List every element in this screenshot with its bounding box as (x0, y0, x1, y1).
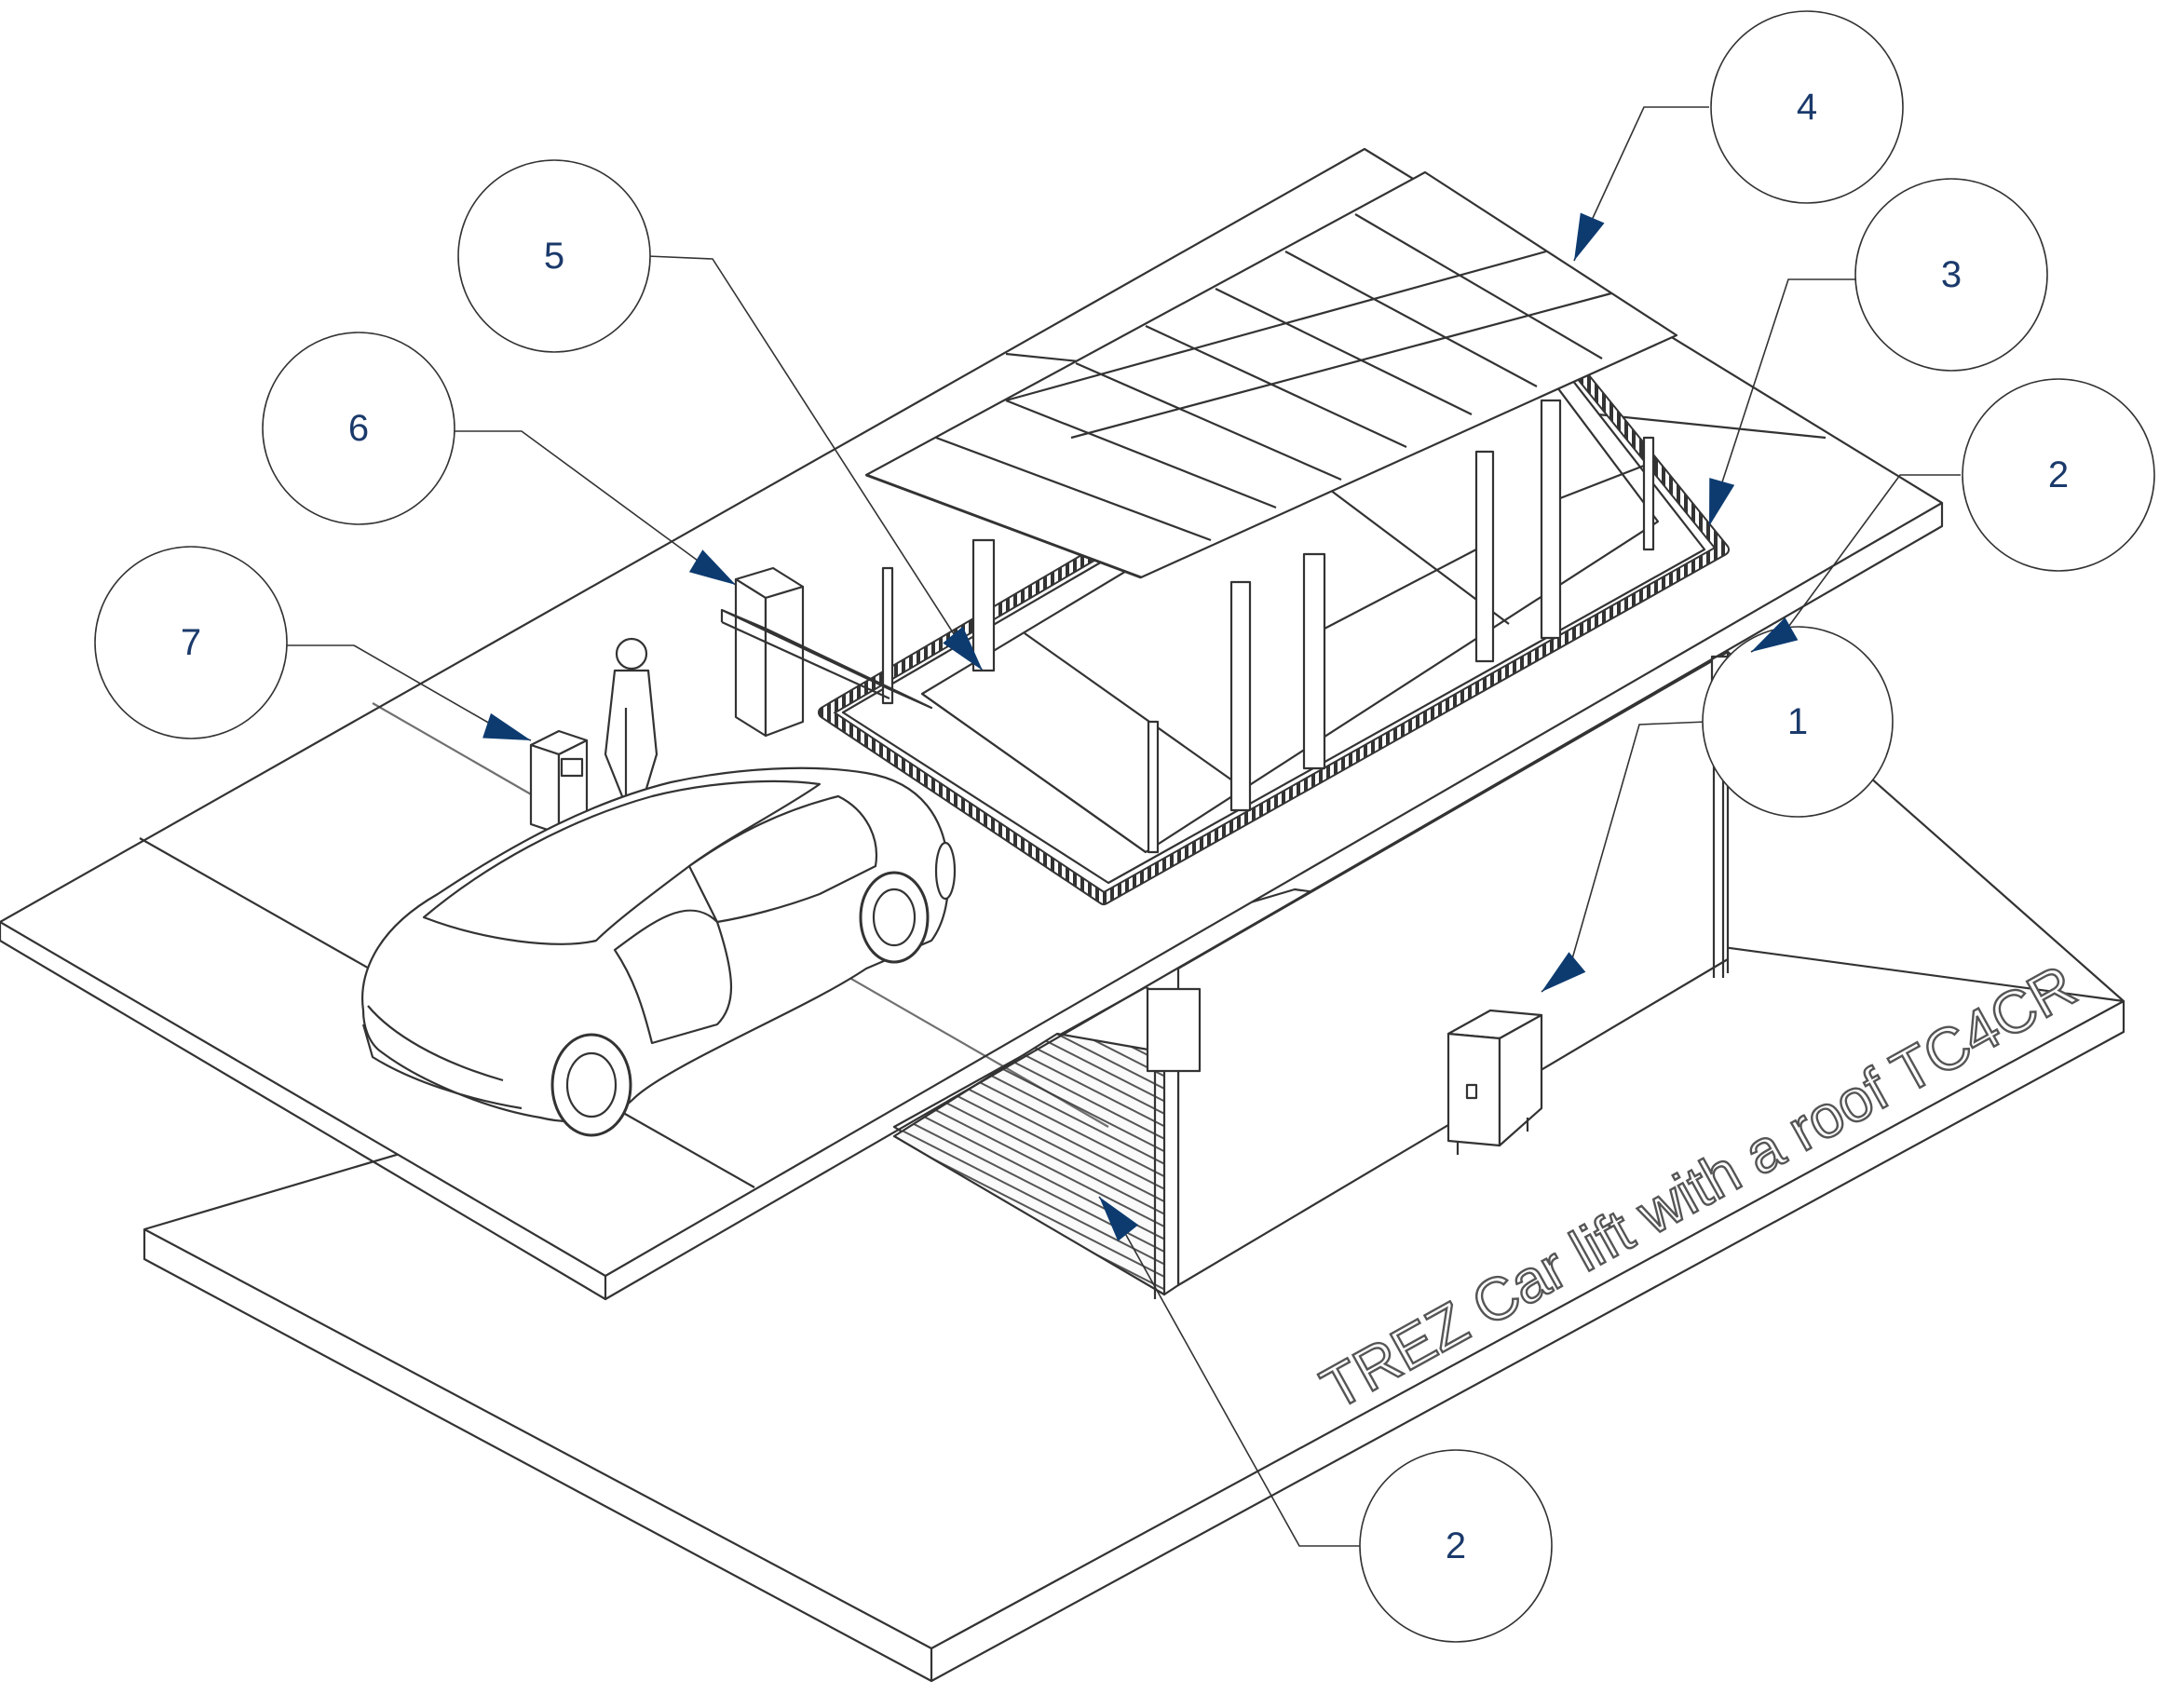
callout-arrow-roller-shutter (1099, 1197, 1139, 1241)
callout-circle-power-cabinet (1702, 626, 1894, 818)
callout-number-platform: 5 (544, 236, 564, 277)
callout-circle-frame-rim (1854, 178, 2048, 372)
callout-number-barrier: 6 (348, 408, 369, 449)
callout-number-roof: 4 (1797, 87, 1817, 128)
barrier-gate (720, 566, 933, 738)
callout-layer: 1 2 3 4 5 6 7 2 (94, 10, 2155, 1643)
callout-arrow-platform (943, 626, 983, 671)
callout-circle-platform (457, 159, 651, 353)
callout-number-frame-rim: 3 (1941, 254, 1962, 295)
callout-circle-control-post (94, 546, 288, 739)
callout-arrow-barrier (688, 549, 736, 585)
callout-arrow-roof (1574, 212, 1605, 261)
callout-arrow-frame-rim (1709, 478, 1735, 526)
lift-posts (881, 399, 1655, 854)
callout-circle-roller-shutter (1359, 1449, 1553, 1643)
callout-number-power-cabinet: 1 (1787, 701, 1808, 742)
callout-arrow-side-door (1751, 617, 1799, 652)
roller-shutter (892, 987, 1202, 1299)
power-cabinet (1446, 1009, 1543, 1155)
callout-number-side-door: 2 (2048, 454, 2069, 495)
callout-circle-side-door (1962, 378, 2155, 572)
callout-circle-roof (1710, 10, 1904, 204)
roof-panels (864, 170, 1678, 579)
callout-leader-roof (1573, 106, 1709, 262)
callout-number-roller-shutter: 2 (1446, 1525, 1466, 1566)
callout-arrow-control-post (482, 712, 531, 740)
callout-number-control-post: 7 (181, 622, 201, 663)
callout-arrow-power-cabinet (1541, 952, 1586, 992)
control-post (529, 729, 589, 835)
callout-circle-barrier (262, 332, 455, 525)
car (361, 766, 957, 1137)
